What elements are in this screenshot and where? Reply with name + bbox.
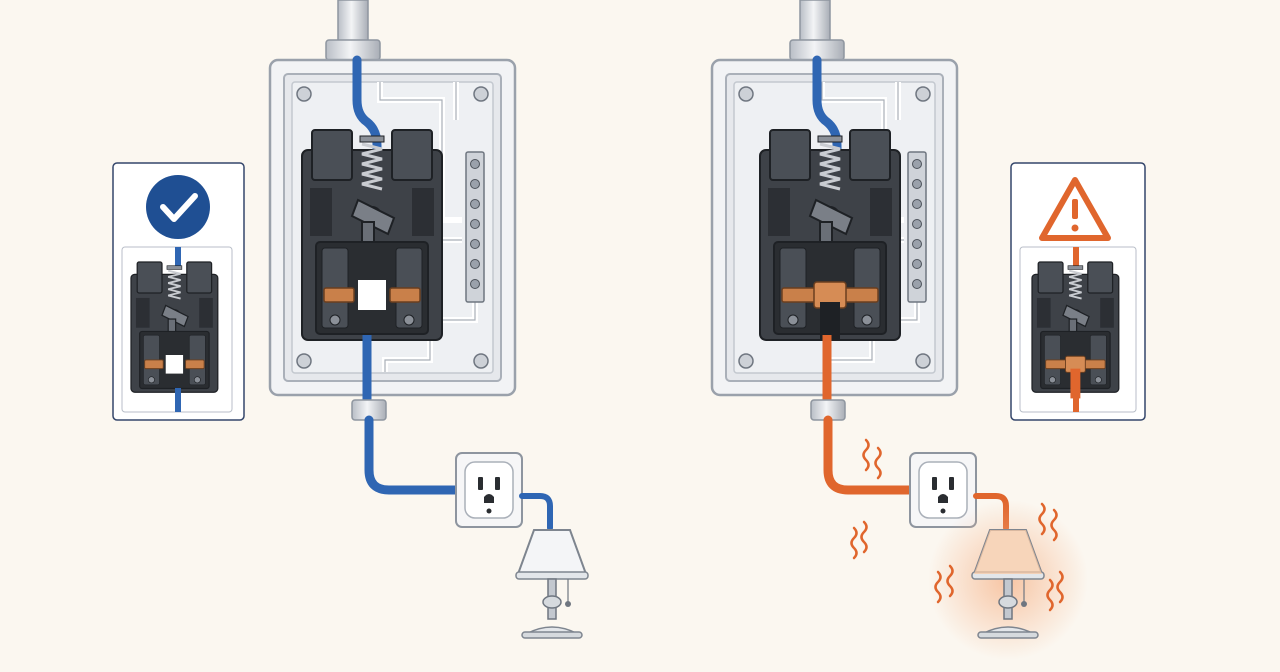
status-card-fault <box>1010 162 1146 421</box>
conduit-icon <box>337 0 369 45</box>
outlet-icon <box>455 452 523 528</box>
check-circle-icon <box>146 175 210 239</box>
breaker-mechanism <box>758 128 902 342</box>
conduit-icon <box>799 0 831 45</box>
status-card-normal <box>112 162 245 421</box>
mini-breaker <box>130 261 219 394</box>
panel-fault <box>712 0 1146 660</box>
load-wire-hot <box>823 415 917 495</box>
breaker-mechanism <box>300 128 444 342</box>
lamp-icon <box>515 529 589 639</box>
mini-breaker <box>1031 261 1120 399</box>
panel-normal <box>112 0 589 639</box>
warning-triangle-icon <box>1039 177 1111 241</box>
load-wire <box>364 415 463 495</box>
contacts-open <box>323 280 421 310</box>
contacts-welded <box>781 281 879 340</box>
lamp-icon <box>971 529 1045 639</box>
